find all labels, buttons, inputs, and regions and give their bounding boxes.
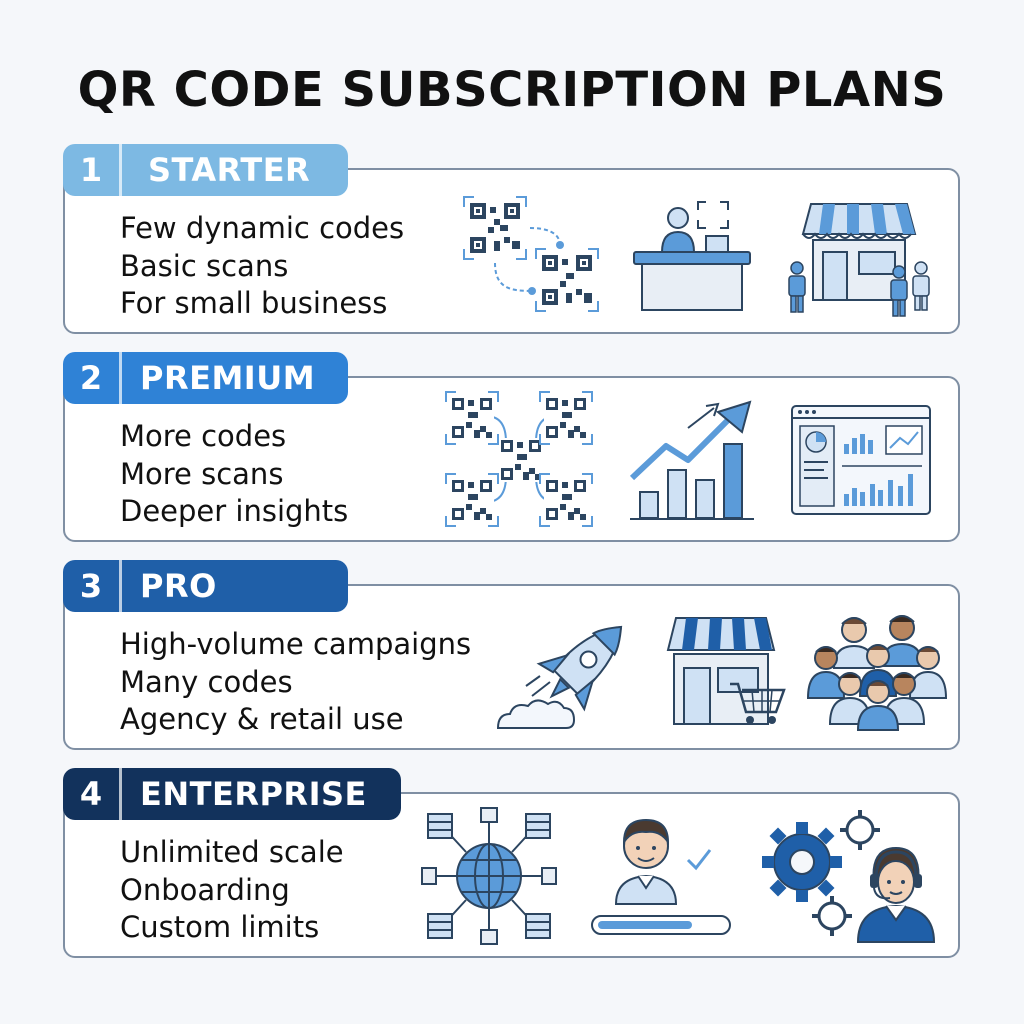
feature-item: More scans — [120, 456, 284, 491]
feature-item: Unlimited scale — [120, 835, 344, 869]
onboarding-agent-icon — [591, 818, 731, 935]
feature-item: Basic scans — [120, 248, 289, 283]
plan-name: PREMIUM — [140, 359, 316, 397]
page-title: QR CODE SUBSCRIPTION PLANS — [77, 62, 947, 118]
feature-item: Custom limits — [120, 910, 320, 944]
plan-number: 2 — [63, 352, 122, 404]
plan-name: ENTERPRISE — [140, 775, 367, 813]
feature-item: High-volume campaigns — [120, 627, 472, 661]
plan-number: 1 — [63, 144, 122, 196]
plan-features: More codes More scans Deeper insights — [120, 418, 348, 531]
storefront-cart-icon — [666, 617, 786, 725]
rocket-icon — [496, 625, 623, 729]
feature-item: Few dynamic codes — [120, 211, 405, 245]
plan-features: Few dynamic codes Basic scans For small … — [120, 210, 404, 323]
plan-tab-premium: 2 PREMIUM — [63, 352, 348, 404]
qr-code-network-icon — [445, 391, 593, 527]
cashier-counter-icon — [633, 201, 751, 311]
plan-name: PRO — [140, 567, 217, 605]
feature-item: Onboarding — [120, 872, 290, 907]
feature-item: Deeper insights — [120, 494, 349, 528]
plan-number: 3 — [63, 560, 122, 612]
plan-tab-pro: 3 PRO — [63, 560, 348, 612]
growth-chart-icon — [629, 400, 754, 520]
storefront-with-people-icon — [788, 203, 930, 317]
gears-support-icon — [762, 810, 936, 943]
global-server-network-icon — [421, 807, 557, 945]
feature-item: More codes — [120, 419, 287, 453]
plan-tab-starter: 1 STARTER — [63, 144, 348, 196]
feature-item: Many codes — [120, 664, 293, 699]
plan-name: STARTER — [148, 151, 311, 189]
plan-features: High-volume campaigns Many codes Agency … — [120, 626, 471, 739]
plan-features: Unlimited scale Onboarding Custom limits — [120, 834, 344, 947]
plan-number: 4 — [63, 768, 122, 820]
crowd-icon — [806, 615, 948, 731]
linked-qr-codes-icon — [463, 196, 599, 312]
feature-item: Agency & retail use — [120, 702, 404, 736]
analytics-dashboard-icon — [791, 405, 931, 515]
plan-tab-enterprise: 4 ENTERPRISE — [63, 768, 401, 820]
feature-item: For small business — [120, 286, 388, 320]
